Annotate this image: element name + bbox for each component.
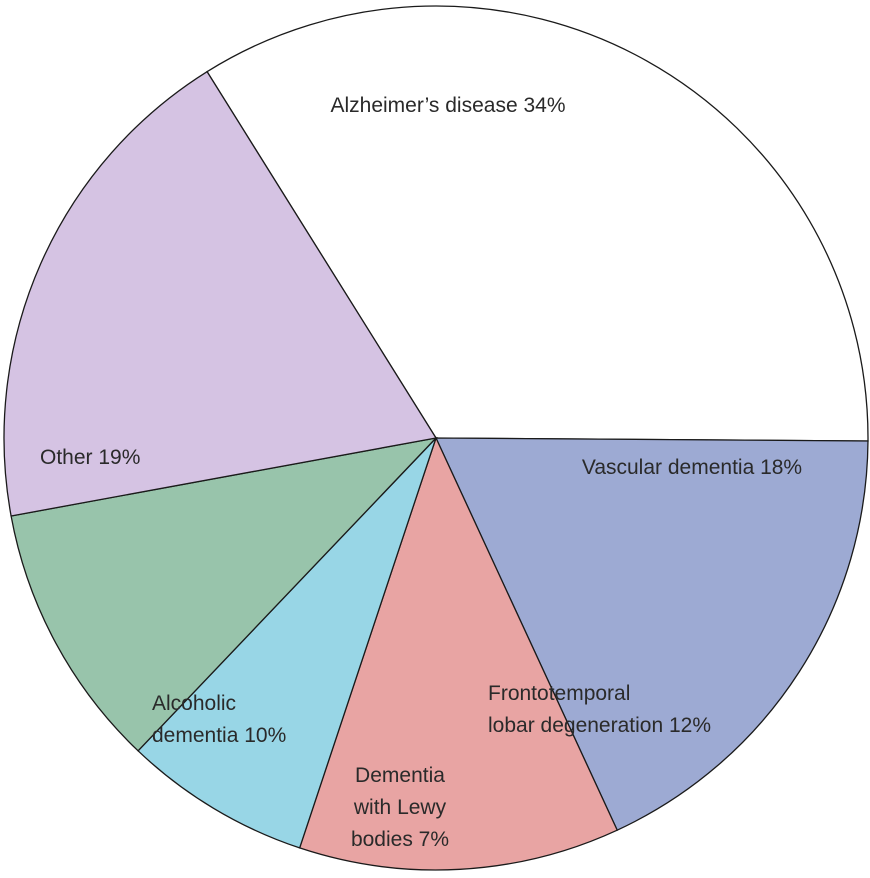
pie-labels: Alzheimer’s disease 34% Vascular dementia… [40, 94, 802, 851]
pie-slices [3, 5, 869, 871]
pie-slice-label-5: Other 19% [40, 446, 140, 469]
pie-slice-label-2: Frontotemporal lobar degeneration 12% [488, 682, 711, 737]
pie-slice-label-line: lobar degeneration 12% [488, 714, 711, 737]
pie-slice-label-line: Alcoholic [152, 692, 236, 715]
pie-slice-label-line: bodies 7% [351, 828, 449, 851]
pie-slice-2 [298, 436, 619, 871]
pie-slice-label-3: Dementia with Lewy bodies 7% [351, 764, 449, 851]
pie-slice-3 [137, 437, 437, 849]
pie-slice-label-line: dementia 10% [152, 724, 286, 747]
pie-slice-label-4: Alcoholic dementia 10% [152, 692, 286, 747]
pie-slice-label-line: Alzheimer’s disease 34% [330, 94, 565, 117]
pie-slice-label-line: Frontotemporal [488, 682, 630, 705]
pie-slice-label-line: Other 19% [40, 446, 140, 469]
pie-slice-label-1: Vascular dementia 18% [582, 456, 802, 479]
pie-slice-4 [10, 436, 438, 752]
pie-slice-5 [3, 70, 438, 517]
pie-slice-label-line: Vascular dementia 18% [582, 456, 802, 479]
pie-slice-label-line: with Lewy [353, 796, 447, 819]
pie-slice-label-line: Dementia [355, 764, 445, 787]
pie-slice-1 [434, 437, 869, 832]
pie-slice-label-0: Alzheimer’s disease 34% [330, 94, 565, 117]
pie-slice-0 [206, 5, 869, 442]
